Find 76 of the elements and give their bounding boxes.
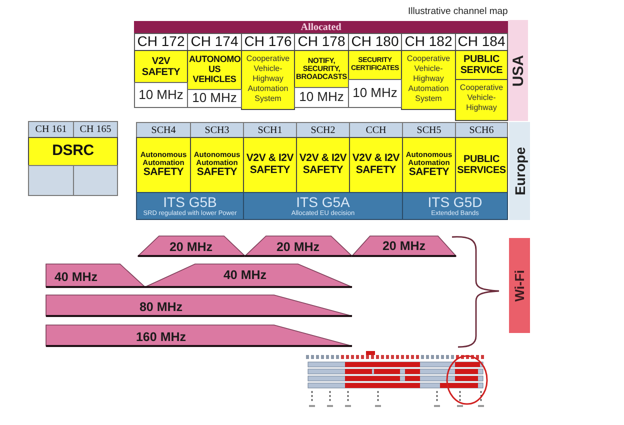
service-cell — [190, 137, 244, 193]
channel-number: SCH6 — [469, 124, 494, 136]
bandwidth-label: 80 MHz — [139, 300, 183, 314]
service-cell — [455, 79, 508, 121]
service-cell — [402, 137, 456, 193]
band-name: ITS G5B — [163, 194, 217, 210]
region-label: Wi-Fi — [513, 270, 526, 302]
channel-number: CH 174 — [190, 34, 238, 50]
region-band — [509, 238, 530, 333]
region-label: USA — [510, 54, 526, 86]
service-cell — [296, 137, 350, 193]
bandwidth-label: 20 MHz — [169, 240, 213, 254]
service-label: SAFETY — [408, 167, 450, 180]
service-cell — [134, 50, 188, 83]
service-description: Cooperative Vehicle-Highway — [458, 83, 504, 113]
band-name: ITS G5A — [296, 194, 350, 210]
service-cell — [28, 137, 118, 166]
channel-number: CCH — [366, 124, 386, 136]
service-cell — [241, 50, 295, 110]
service-label: DSRC — [52, 143, 94, 160]
bandwidth-label: 40 MHz — [223, 268, 267, 282]
service-label: AUTONOMO US VEHICLES — [189, 55, 240, 85]
service-cell — [348, 50, 402, 80]
channel-number: CH 178 — [298, 34, 346, 50]
diagram-title: Illustrative channel map — [408, 6, 508, 17]
service-description: Cooperative Vehicle-Highway Automation System — [245, 54, 291, 104]
channel-width-shape — [46, 295, 352, 317]
service-label: V2V & I2V SAFETY — [245, 153, 295, 177]
bandwidth-label: 10 MHz — [299, 90, 344, 105]
service-label: SAFETY — [196, 167, 238, 180]
bandwidth-label: 10 MHz — [192, 91, 237, 106]
channel-number: SCH3 — [204, 124, 230, 136]
allocation-bar — [134, 21, 508, 33]
bandwidth-label: 10 MHz — [138, 88, 184, 102]
bandwidth-cell — [134, 82, 188, 108]
bandwidth-label: 40 MHz — [54, 270, 98, 284]
service-cell — [455, 137, 508, 193]
service-cell — [136, 137, 191, 193]
service-label: SAFETY — [143, 167, 184, 180]
service-cell — [294, 50, 349, 88]
bandwidth-label: 20 MHz — [276, 240, 320, 254]
channel-number: CH 176 — [244, 34, 292, 50]
service-label: PUBLIC SERVICES — [457, 154, 506, 176]
service-cell — [349, 137, 403, 193]
channel-width-shape — [46, 325, 352, 347]
service-label: V2V & I2V SAFETY — [351, 153, 401, 177]
region-band — [508, 20, 528, 121]
service-cell — [401, 50, 456, 110]
service-description: Cooperative Vehicle-Highway Automation System — [406, 54, 452, 104]
bandwidth-cell — [294, 87, 349, 108]
band-bar — [243, 192, 403, 220]
channel-number: CH 172 — [137, 34, 185, 50]
service-label: PUBLIC SERVICE — [459, 54, 504, 76]
channel-number: SCH4 — [151, 124, 176, 136]
bandwidth-cell — [348, 79, 402, 108]
region-label: Europe — [512, 146, 526, 196]
band-bar — [402, 192, 508, 220]
region-band — [509, 122, 530, 220]
channel-number: CH 165 — [80, 124, 112, 135]
channel-number: CH 161 — [35, 124, 67, 135]
service-label: V2V & I2V SAFETY — [298, 153, 348, 177]
channel-number: SCH1 — [258, 124, 282, 136]
channel-number: CH 182 — [404, 34, 452, 50]
bandwidth-label: 10 MHz — [352, 86, 398, 101]
bandwidth-label: 160 MHz — [136, 330, 186, 344]
service-cell — [243, 137, 297, 193]
band-bar — [136, 192, 244, 220]
channel-number: SCH5 — [416, 124, 442, 136]
allocation-label: Allocated — [300, 22, 342, 32]
service-label: V2V SAFETY — [140, 56, 182, 78]
channel-number: SCH2 — [310, 124, 336, 136]
channel-number: CH 184 — [458, 34, 506, 50]
bandwidth-label: 20 MHz — [382, 240, 426, 252]
channel-number: CH 180 — [351, 34, 399, 50]
bandwidth-cell — [187, 89, 242, 108]
band-name: ITS G5D — [428, 194, 482, 210]
